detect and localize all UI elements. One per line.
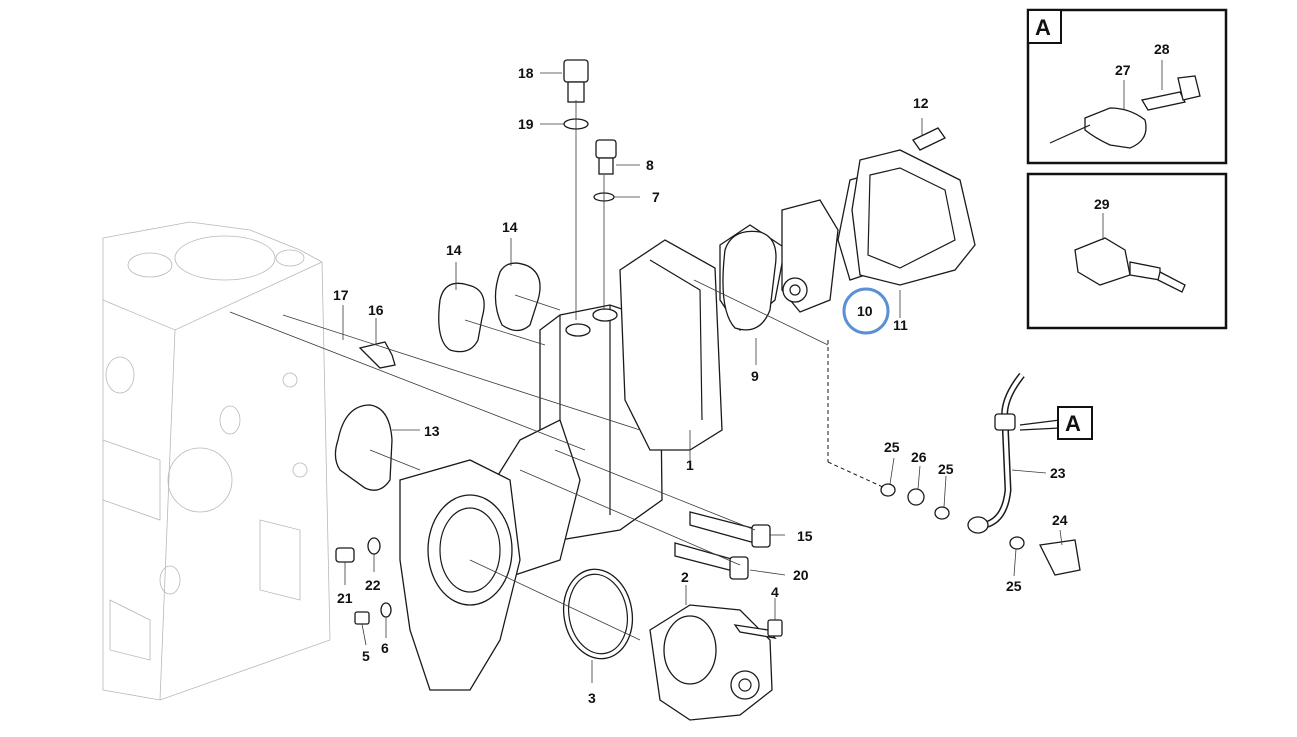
callout-16: 16 xyxy=(368,302,384,318)
callout-28: 28 xyxy=(1154,41,1170,57)
callout-20: 20 xyxy=(793,567,809,583)
engine-block xyxy=(102,221,331,701)
callout-22: 22 xyxy=(365,577,381,593)
callout-2: 2 xyxy=(681,569,689,585)
pump-housing xyxy=(399,239,723,691)
pointer-label-box xyxy=(1057,406,1093,440)
callout-24: 24 xyxy=(1052,512,1068,528)
leader-lines xyxy=(229,72,1063,683)
callout-26: 26 xyxy=(911,449,927,465)
gasket-9 xyxy=(722,230,777,331)
callout-9: 9 xyxy=(751,368,759,384)
callout-7: 7 xyxy=(652,189,660,205)
callout-23: 23 xyxy=(1050,465,1066,481)
bolts xyxy=(335,59,1081,639)
pointer-arrow-a xyxy=(1019,419,1061,431)
callout-11: 11 xyxy=(893,317,908,333)
gasket-14-left xyxy=(438,282,485,353)
pipe-assembly xyxy=(880,372,1025,550)
callout-14-left: 14 xyxy=(446,242,462,258)
gasket-14-right xyxy=(494,262,541,332)
callout-1: 1 xyxy=(686,457,694,473)
highlight-circle-10 xyxy=(842,287,890,335)
callout-13: 13 xyxy=(424,423,440,439)
callout-18: 18 xyxy=(518,65,534,81)
callout-8: 8 xyxy=(646,157,654,173)
detail-box-a xyxy=(1026,8,1228,165)
callout-21: 21 xyxy=(337,590,353,606)
callout-17: 17 xyxy=(333,287,349,303)
callout-10: 10 xyxy=(857,303,873,319)
pointer-label: A xyxy=(1065,411,1081,436)
callout-25-c: 25 xyxy=(1006,578,1022,594)
callout-19: 19 xyxy=(518,116,534,132)
gasket-13 xyxy=(334,404,393,491)
callout-27: 27 xyxy=(1115,62,1131,78)
callout-15: 15 xyxy=(797,528,813,544)
detail-box-sensor xyxy=(1026,172,1228,330)
callout-12: 12 xyxy=(913,95,929,111)
o-ring-3 xyxy=(562,568,634,660)
callout-5: 5 xyxy=(362,648,370,664)
water-pump xyxy=(649,604,773,721)
callout-6: 6 xyxy=(381,640,389,656)
callout-labels: 1 2 3 4 5 6 7 8 9 10 11 12 13 14 14 15 1… xyxy=(333,15,1170,706)
callout-25-b: 25 xyxy=(938,461,954,477)
callout-14-right: 14 xyxy=(502,219,518,235)
detail-box-label: A xyxy=(1035,15,1051,40)
callout-4: 4 xyxy=(771,584,779,600)
callout-29: 29 xyxy=(1094,196,1110,212)
callout-25-a: 25 xyxy=(884,439,900,455)
callout-3: 3 xyxy=(588,690,596,706)
